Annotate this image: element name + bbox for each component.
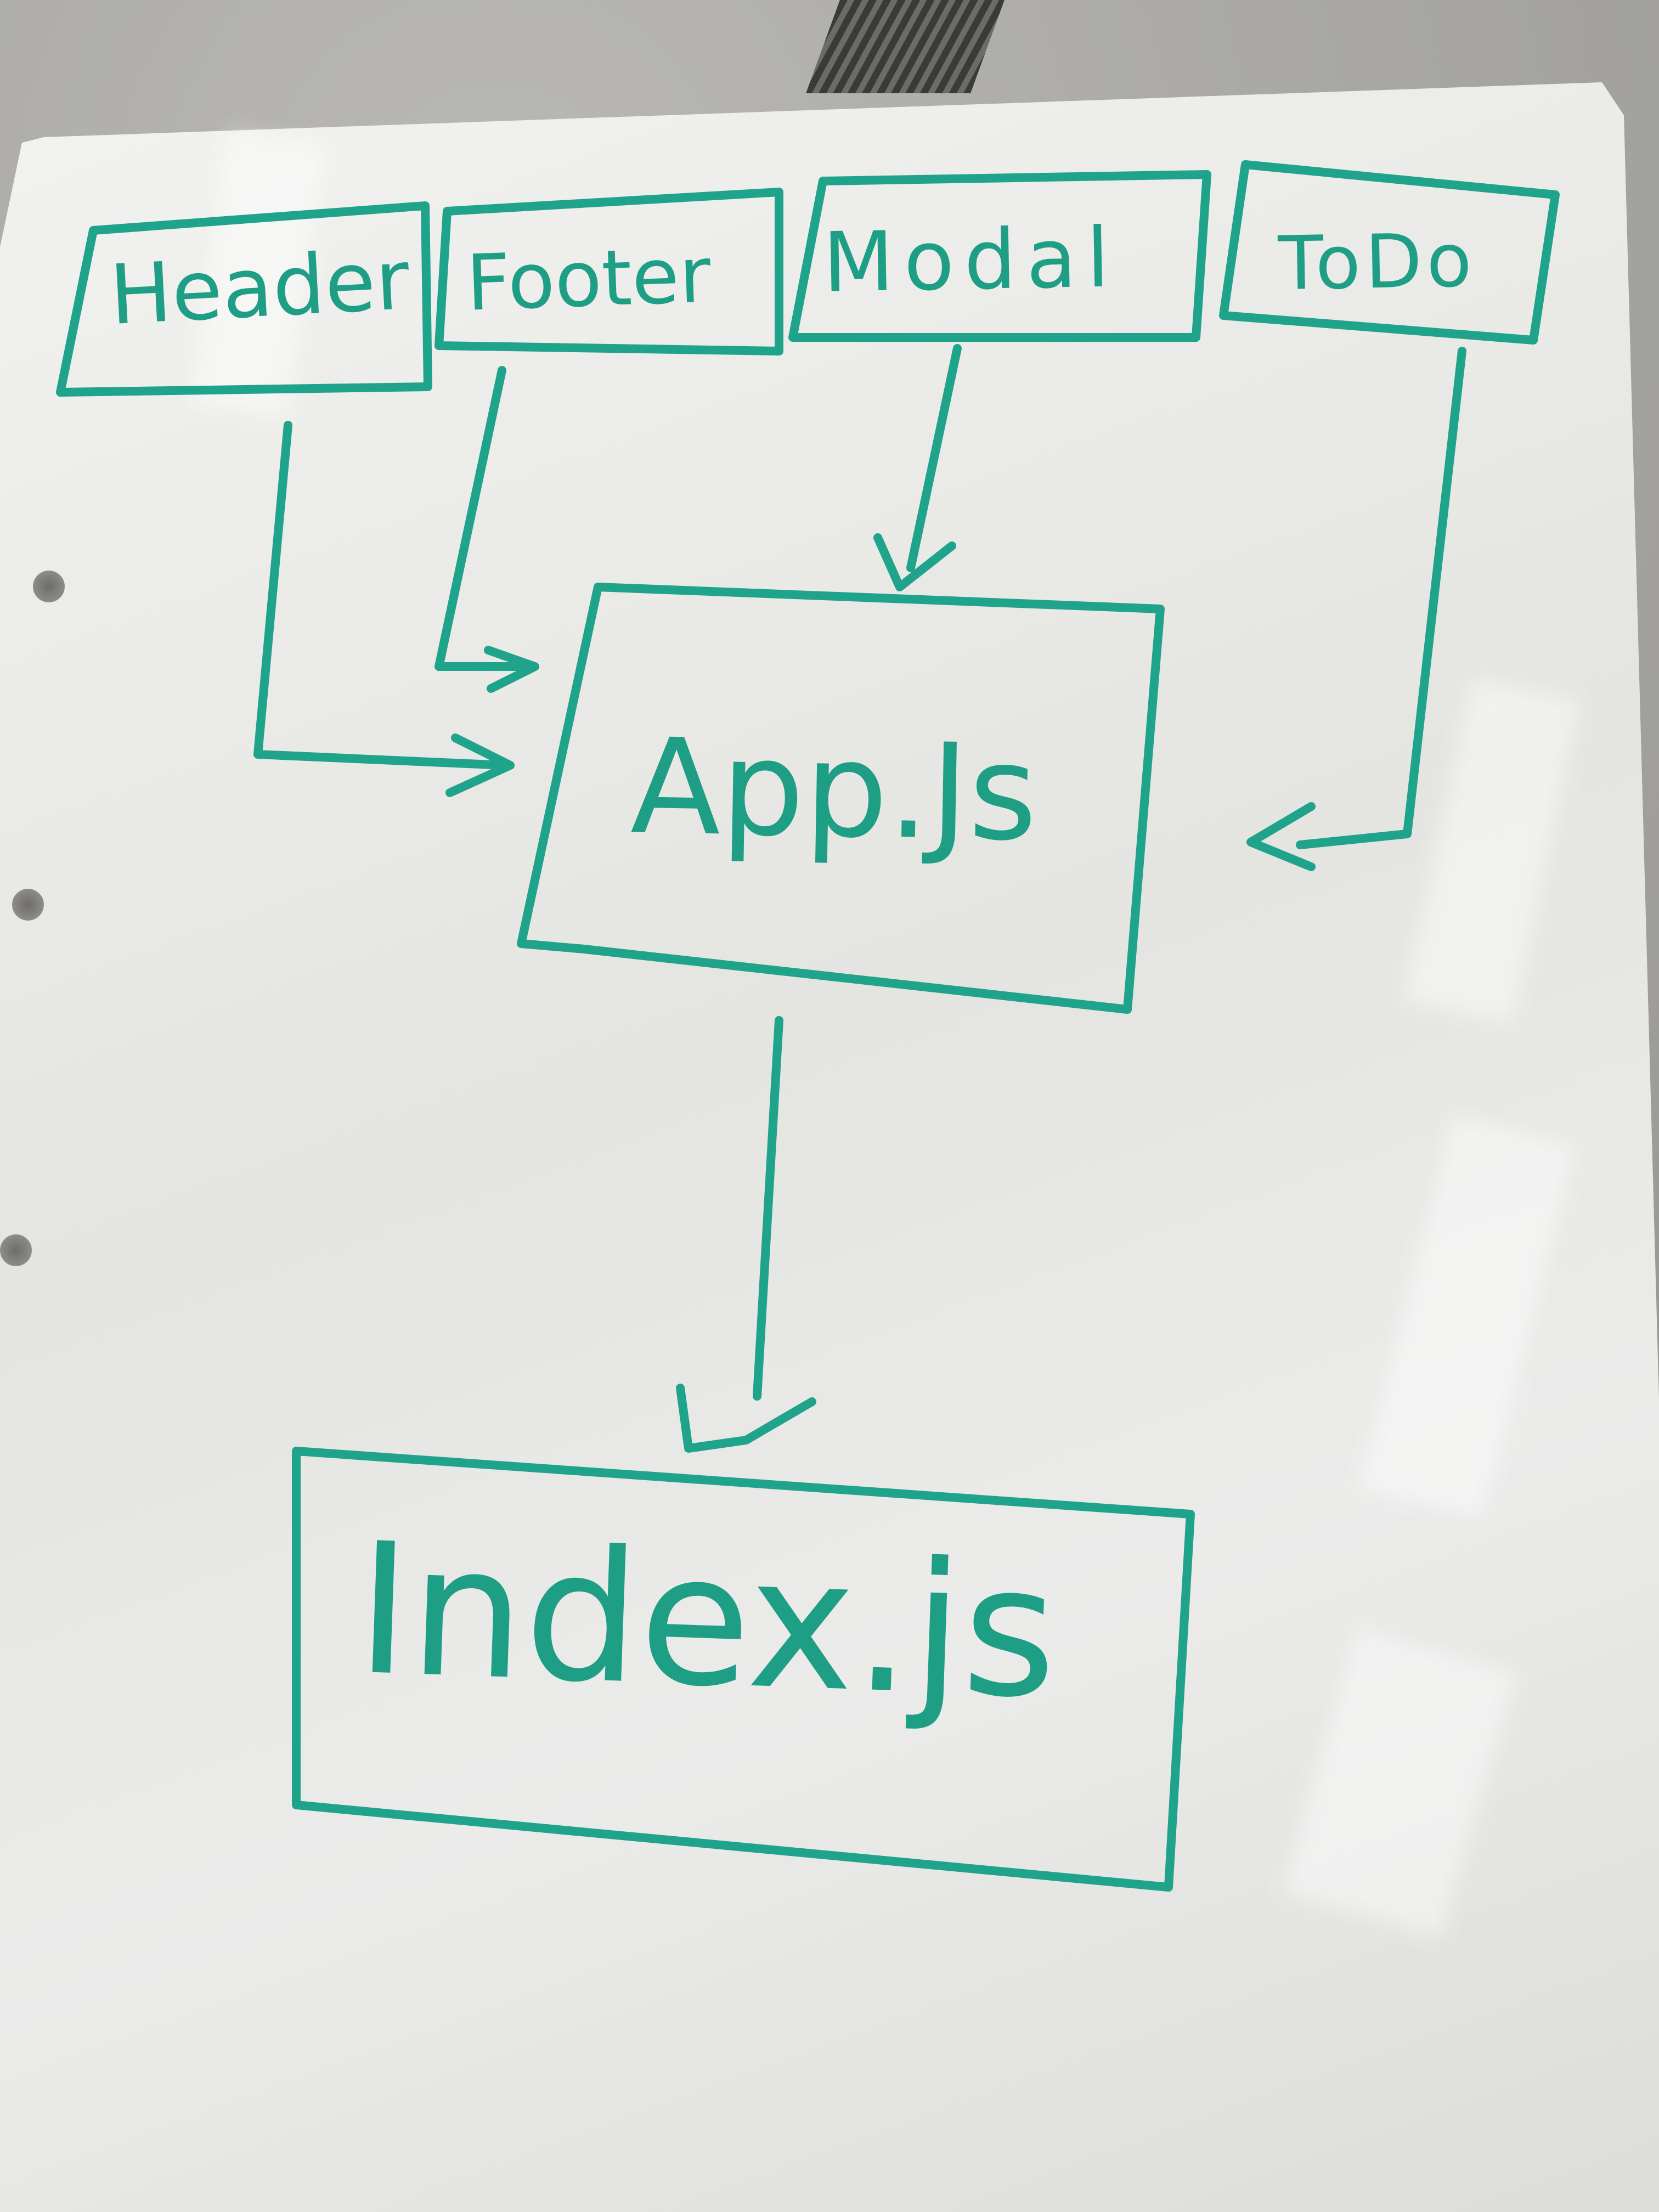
punch-hole-middle: [12, 889, 44, 921]
header-label: Header: [107, 232, 412, 344]
arrow-header-to-app: [253, 421, 509, 770]
app-box: [517, 583, 1165, 1014]
app-js-label: App.Js: [629, 709, 1039, 871]
punch-hole-top: [33, 571, 65, 602]
punch-hole-bottom: [0, 1234, 32, 1266]
modal-box: [788, 170, 1211, 342]
arrow-footer-to-app-head: [484, 646, 539, 693]
footer-box: [435, 188, 783, 356]
arrow-app-to-index-head: [676, 1384, 816, 1453]
header-box: [56, 201, 432, 397]
index-js-label: Index.js: [353, 1503, 1061, 1739]
footer-label: Footer: [465, 230, 713, 329]
modal-label: Modal: [822, 210, 1120, 311]
todo-label: ToDo: [1277, 217, 1477, 307]
index-box: [292, 1447, 1195, 1892]
arrow-todo-to-app-head: [1246, 802, 1316, 871]
arrow-app-to-index: [753, 1016, 783, 1401]
arrow-modal-to-app-head: [873, 533, 956, 591]
arrow-header-to-app-head: [445, 733, 515, 797]
arrow-todo-to-app: [1296, 347, 1466, 849]
arrow-modal-to-app: [906, 344, 962, 572]
todo-box: [1219, 160, 1560, 345]
arrow-footer-to-app: [435, 366, 528, 671]
